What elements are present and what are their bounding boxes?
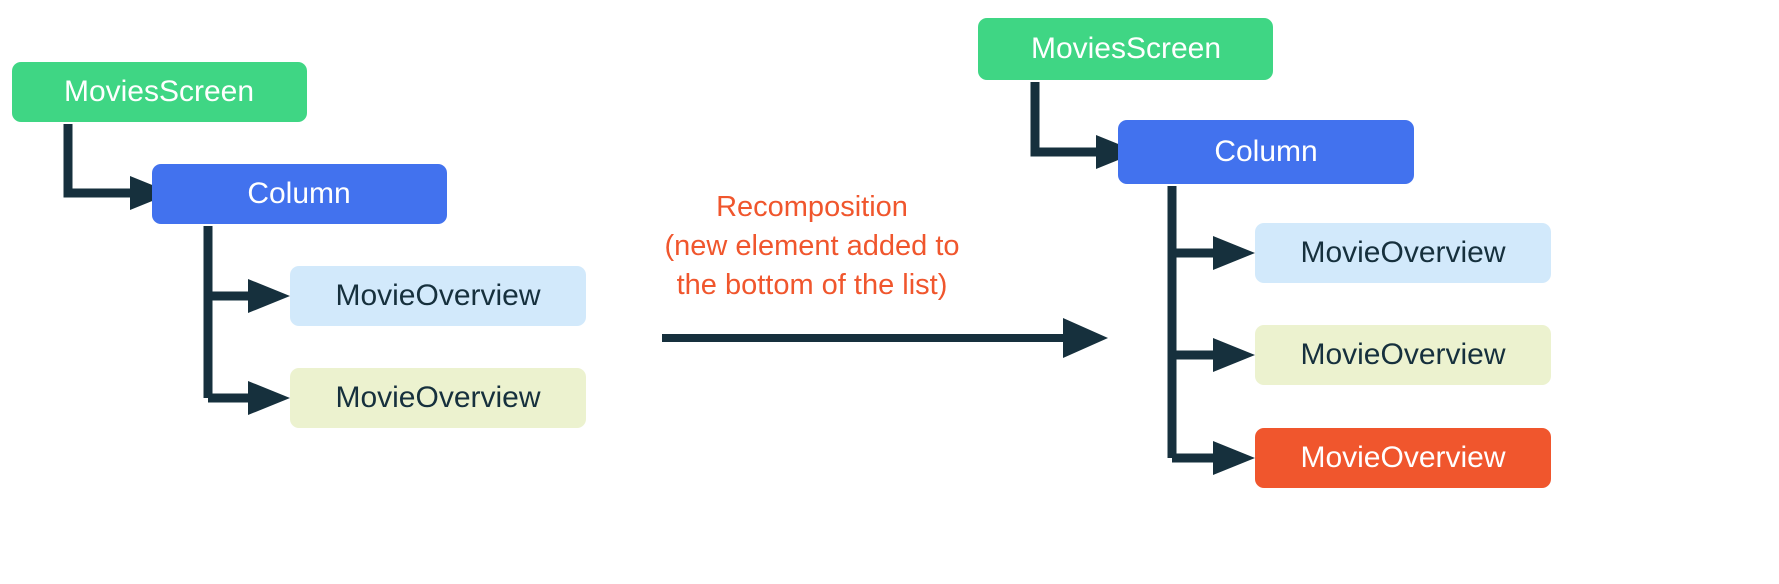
arrowhead-icon [1213, 338, 1255, 372]
connector-moviesscreen-to-column [63, 124, 172, 210]
caption-line-1: Recomposition [716, 191, 908, 223]
node-label: MovieOverview [335, 279, 540, 312]
before-node-movie-overview-1[interactable]: MovieOverview [290, 266, 586, 326]
arrowhead-icon [130, 176, 172, 210]
node-label: MoviesScreen [64, 75, 254, 108]
node-label: MovieOverview [1300, 236, 1505, 269]
node-label: MovieOverview [1300, 441, 1505, 474]
recomposition-arrow [662, 318, 1108, 358]
node-box [978, 18, 1273, 80]
before-node-movie-overview-2[interactable]: MovieOverview [290, 368, 586, 428]
node-box [290, 266, 586, 326]
before-tree: MoviesScreen Column MovieOverview MovieO… [12, 62, 586, 428]
node-box [1255, 223, 1551, 283]
connector-moviesscreen-to-column [1030, 82, 1138, 169]
caption-line-3: the bottom of the list) [677, 269, 948, 301]
node-box [12, 62, 307, 122]
arrowhead-icon [248, 279, 290, 313]
after-node-movie-overview-2[interactable]: MovieOverview [1255, 325, 1551, 385]
node-box [1255, 325, 1551, 385]
arrowhead-icon [1213, 441, 1255, 475]
arrowhead-icon [1063, 318, 1108, 358]
node-box [152, 164, 447, 224]
arrowhead-icon [248, 381, 290, 415]
node-label: MovieOverview [1300, 338, 1505, 371]
after-node-movie-overview-1[interactable]: MovieOverview [1255, 223, 1551, 283]
node-label: MoviesScreen [1031, 32, 1221, 65]
connector-column-to-children [1167, 186, 1255, 475]
arrowhead-icon [1213, 236, 1255, 270]
after-node-column[interactable]: Column [1118, 120, 1414, 184]
node-box [1255, 428, 1551, 488]
node-label: Column [1214, 135, 1317, 168]
caption-line-2: (new element added to [664, 230, 959, 262]
before-node-column[interactable]: Column [152, 164, 447, 224]
node-box [290, 368, 586, 428]
arrowhead-icon [1096, 135, 1138, 169]
after-node-movies-screen[interactable]: MoviesScreen [978, 18, 1273, 80]
node-box [1118, 120, 1414, 184]
after-node-movie-overview-3-new[interactable]: MovieOverview [1255, 428, 1551, 488]
recomposition-caption: Recomposition (new element added to the … [664, 191, 959, 301]
node-label: Column [247, 177, 350, 210]
connector-column-to-children [203, 226, 290, 415]
before-node-movies-screen[interactable]: MoviesScreen [12, 62, 307, 122]
after-tree: MoviesScreen Column MovieOverview MovieO… [978, 18, 1551, 488]
node-label: MovieOverview [335, 381, 540, 414]
